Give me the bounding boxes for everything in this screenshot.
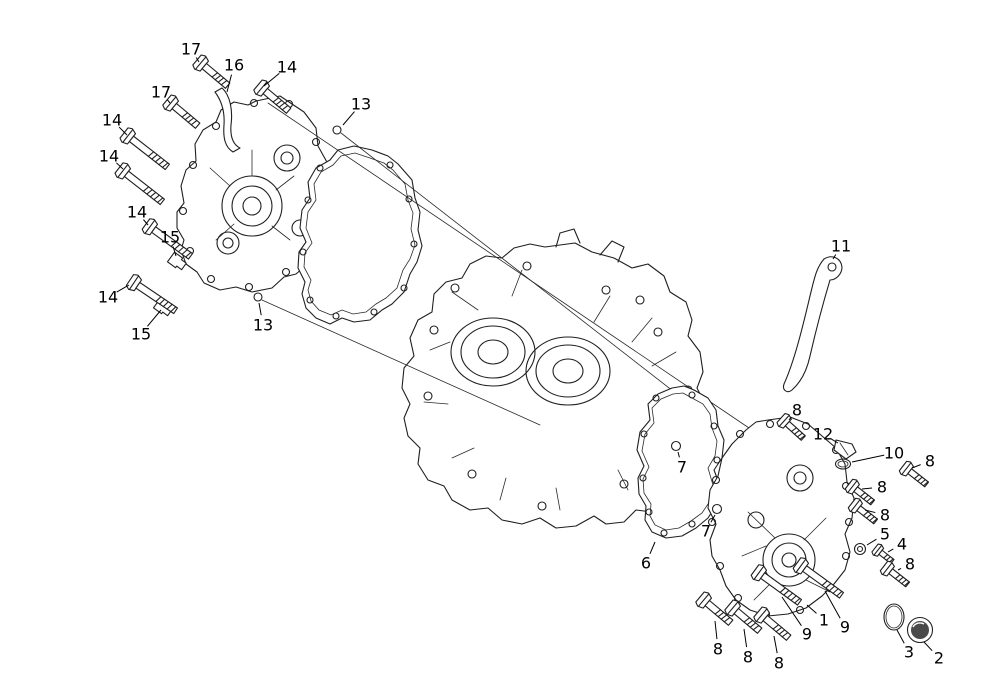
- cap-plug: [906, 616, 934, 644]
- callout-leader: [861, 487, 873, 490]
- callout-label: 11: [831, 237, 851, 256]
- callout-label: 13: [253, 316, 273, 335]
- callout-leader: [649, 541, 656, 555]
- callout-label: 14: [98, 288, 118, 307]
- callout-leader: [226, 74, 232, 93]
- callout-leader: [258, 302, 262, 316]
- callout-label: 8: [792, 401, 802, 420]
- callout-label: 14: [127, 203, 147, 222]
- callout-leader: [923, 641, 933, 652]
- callout-leader: [714, 620, 718, 640]
- dowel-pin: [253, 292, 263, 302]
- callout-label: 8: [925, 452, 935, 471]
- callout-leader: [710, 514, 716, 523]
- callout-leader: [195, 57, 200, 63]
- callout-leader: [147, 309, 162, 327]
- callout-leader: [806, 604, 817, 614]
- crankcase-art: [401, 228, 707, 529]
- o-ring: [883, 603, 905, 631]
- callout-label: 2: [934, 649, 944, 668]
- alignment-line: [261, 299, 541, 426]
- callout-label: 9: [802, 625, 812, 644]
- dowel-pin: [670, 440, 682, 452]
- bracket-part-art: [214, 87, 241, 153]
- alignment-lines: [261, 102, 753, 431]
- callout-label: 8: [774, 654, 784, 673]
- alignment-line: [340, 132, 701, 413]
- callout-leader: [115, 162, 124, 170]
- callout-leader: [866, 538, 877, 546]
- callout-label: 9: [840, 618, 850, 637]
- callout-label: 8: [713, 640, 723, 659]
- callout-label: 10: [884, 444, 904, 463]
- dowel-pin: [711, 503, 723, 515]
- callout-label: 16: [224, 56, 244, 75]
- dowel-pin: [332, 125, 342, 135]
- o-ring: [834, 458, 852, 470]
- callout-leader: [166, 99, 171, 104]
- callout-leader: [172, 246, 177, 257]
- callout-label: 12: [813, 425, 833, 444]
- callout-label: 8: [877, 478, 887, 497]
- callout-leader: [116, 284, 130, 293]
- callout-leader: [118, 126, 128, 136]
- bolt: [124, 272, 181, 319]
- callout-leader: [263, 72, 280, 87]
- callout-leader: [896, 629, 905, 644]
- callout-label: 15: [160, 228, 180, 247]
- callout-leader: [887, 548, 894, 553]
- callout-leader: [677, 451, 680, 458]
- callout-leader: [851, 454, 885, 463]
- callout-label: 8: [905, 555, 915, 574]
- callout-label: 13: [351, 95, 371, 114]
- callout-label: 4: [897, 535, 907, 554]
- cap-part-art: [833, 439, 857, 460]
- washer: [853, 542, 867, 556]
- left-gasket-art: [297, 145, 423, 325]
- callout-leader: [864, 509, 876, 514]
- callout-leader: [831, 438, 839, 444]
- right-gasket-art: [636, 385, 725, 539]
- callout-leader: [788, 417, 792, 421]
- callout-label: 5: [880, 525, 890, 544]
- callout-leader: [781, 596, 802, 626]
- callout-leader: [824, 590, 841, 619]
- callout-label: 14: [277, 58, 297, 77]
- callout-leader: [143, 219, 149, 226]
- callout-label: 1: [819, 611, 829, 630]
- callout-leader: [342, 111, 355, 126]
- callout-leader: [911, 464, 921, 469]
- spacer-clip: [166, 251, 187, 271]
- lever-part-art: [783, 256, 843, 393]
- callout-label: 7: [701, 522, 711, 541]
- callout-leader: [743, 628, 748, 648]
- callout-label: 6: [641, 554, 651, 573]
- callout-label: 17: [151, 83, 171, 102]
- callout-label: 8: [880, 506, 890, 525]
- left-gasket-bolt-holes: [299, 161, 418, 320]
- callout-label: 14: [102, 111, 122, 130]
- callout-label: 14: [99, 147, 119, 166]
- callout-label: 3: [904, 643, 914, 662]
- callout-label: 15: [131, 325, 151, 344]
- callout-label: 8: [743, 648, 753, 667]
- callout-leader: [773, 635, 778, 654]
- alignment-line: [267, 102, 753, 431]
- callout-leader: [832, 254, 837, 260]
- callout-label: 17: [181, 40, 201, 59]
- callout-leader: [897, 568, 902, 571]
- callout-label: 7: [677, 458, 687, 477]
